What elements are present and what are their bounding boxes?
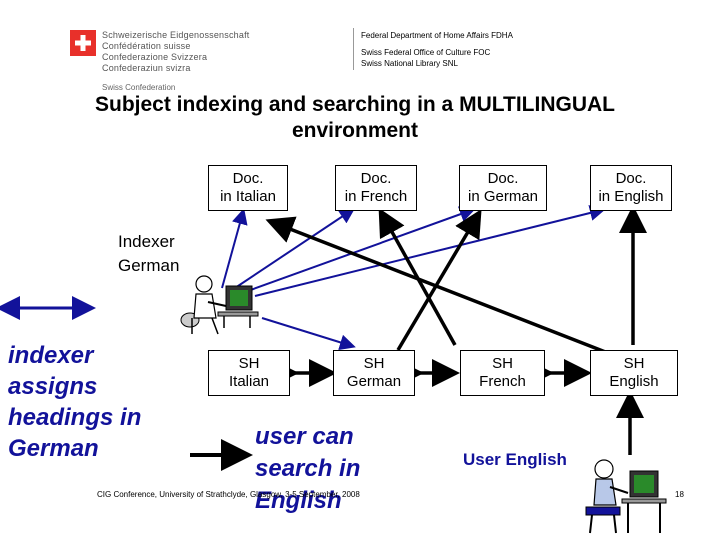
- user-doc-french-arrow: [378, 207, 457, 346]
- doc-french-box: Doc. in French: [335, 165, 417, 211]
- legend-line: German: [8, 435, 99, 462]
- sh-line: SH: [492, 355, 513, 372]
- doc-line: in Italian: [220, 188, 276, 205]
- doc-line: Doc.: [615, 170, 647, 187]
- confederation-line: Schweizerische Eidgenossenschaft: [102, 30, 250, 40]
- indexer-doc-italian-arrow: [221, 208, 248, 289]
- indexer-doc-french-arrow: [234, 207, 356, 289]
- doc-line: Doc.: [232, 170, 264, 187]
- sh-german-box: SH German: [333, 350, 415, 396]
- confederation-line: Confederazione Svizzera: [102, 52, 208, 62]
- footer-text: CIG Conference, University of Strathclyd…: [97, 490, 360, 499]
- doc-line: in English: [598, 188, 664, 205]
- indexer-sh-german-arrow: [261, 317, 356, 351]
- indexer-label-line: German: [118, 256, 180, 275]
- doc-english-box: Doc. in English: [590, 165, 672, 211]
- swiss-flag-icon: [70, 30, 96, 56]
- sh-line: SH: [363, 355, 385, 372]
- legend-line: English: [255, 487, 342, 514]
- confederation-english: Swiss Confederation: [102, 83, 176, 92]
- slide-title: Subject indexing and searching in a MULT…: [40, 92, 670, 144]
- title-line: Subject indexing and searching in a MULT…: [95, 93, 615, 116]
- header-divider: [353, 28, 354, 70]
- sh-german-doc-german-arrow: [396, 208, 482, 351]
- confederation-names: Schweizerische Eidgenossenschaft Confédé…: [102, 30, 249, 74]
- legend-line: assigns: [8, 373, 98, 400]
- user-person-icon: [585, 459, 667, 534]
- sh-line: SH: [238, 355, 260, 372]
- legend-line: search in: [255, 455, 361, 482]
- page-number: 18: [675, 490, 684, 499]
- sh-line: German: [346, 373, 402, 390]
- legend-line: user can: [255, 423, 354, 450]
- legend-line: indexer: [8, 342, 94, 369]
- doc-line: Doc.: [360, 170, 392, 187]
- indexer-label-line: Indexer: [118, 232, 175, 251]
- user-english-label: User English: [463, 450, 567, 469]
- title-line: environment: [291, 119, 419, 142]
- legend-line: headings in: [8, 404, 142, 431]
- sh-line: French: [479, 373, 526, 390]
- sh-english-box: SH English: [590, 350, 678, 396]
- indexer-person-icon: [180, 275, 259, 335]
- doc-italian-box: Doc. in Italian: [208, 165, 288, 211]
- legend-user-text: user can search in English: [255, 421, 360, 517]
- indexer-doc-german-arrow: [244, 206, 476, 293]
- sh-line: Italian: [228, 373, 270, 390]
- office-line: Swiss National Library SNL: [361, 59, 458, 68]
- office-line: Swiss Federal Office of Culture FOC: [361, 48, 491, 57]
- doc-german-box: Doc. in German: [459, 165, 547, 211]
- doc-line: Doc.: [487, 170, 519, 187]
- sh-line: English: [609, 373, 659, 390]
- sh-italian-box: SH Italian: [208, 350, 290, 396]
- office-names: Swiss Federal Office of Culture FOC Swis…: [361, 47, 490, 69]
- doc-line: in German: [467, 188, 539, 205]
- sh-line: SH: [623, 355, 645, 372]
- indexer-label: Indexer German: [118, 230, 179, 278]
- legend-indexer-text: indexer assigns headings in German: [8, 340, 141, 464]
- indexer-doc-english-arrow: [254, 205, 606, 297]
- sh-french-box: SH French: [460, 350, 545, 396]
- department-name: Federal Department of Home Affairs FDHA: [361, 31, 513, 40]
- confederation-line: Confédération suisse: [102, 41, 191, 51]
- sh-english-doc-italian-arrow: [265, 216, 609, 355]
- confederation-line: Confederaziun svizra: [102, 63, 191, 73]
- doc-line: in French: [344, 188, 408, 205]
